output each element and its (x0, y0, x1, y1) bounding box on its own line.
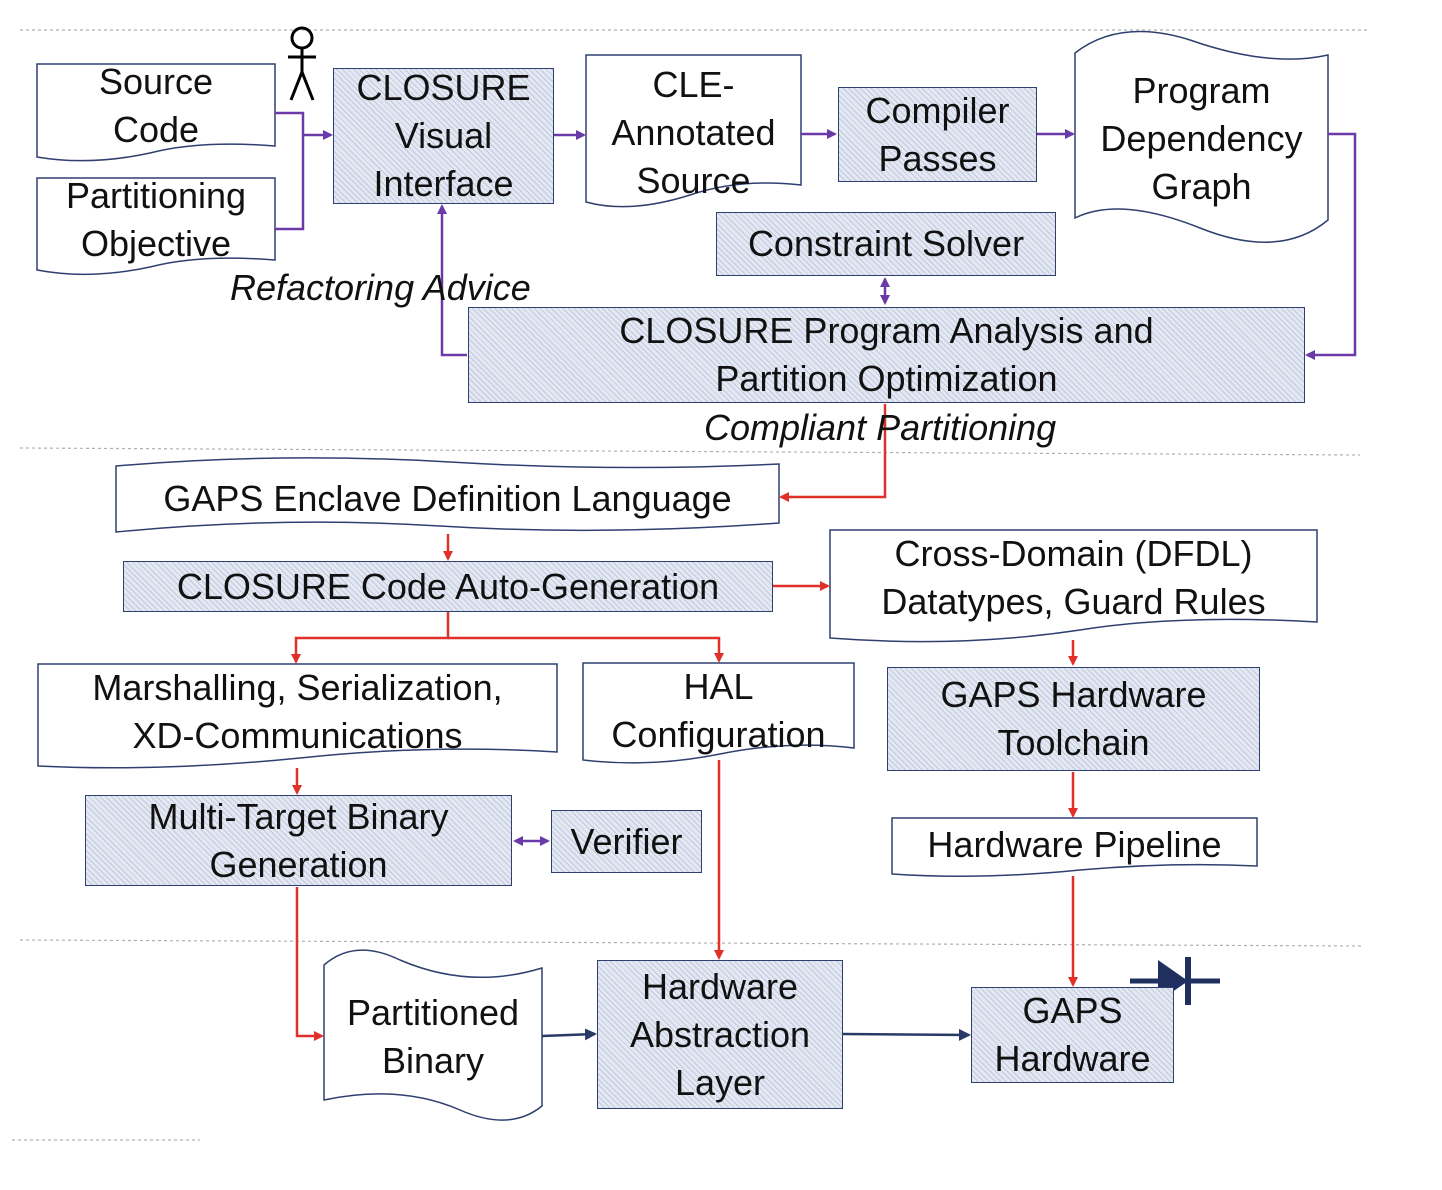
node-closure-visual-interface: CLOSURE Visual Interface (333, 67, 554, 204)
node-cross-domain-datatypes: Cross-Domain (DFDL) Datatypes, Guard Rul… (881, 533, 1266, 622)
doc-partitioned-binary (323, 949, 543, 1121)
separator-middle (19, 447, 1361, 456)
arrow-analysis-to-gedl (779, 404, 887, 502)
purple-arrows (275, 111, 1357, 846)
node-marshalling: Marshalling, Serialization, XD-Communica… (92, 667, 503, 756)
node-program-dependency-graph: Program Dependency Graph (1100, 70, 1303, 207)
arrow-source-to-interface (275, 111, 333, 140)
node-hardware-abstraction-layer: Hardware Abstraction Layer (597, 960, 843, 1109)
arrow-autogen-split (291, 612, 450, 664)
arrow-hal-layer-to-hardware (842, 1028, 971, 1041)
red-arrows (291, 404, 1078, 1041)
node-cle-annotated-source: CLE- Annotated Source (611, 64, 776, 201)
node-hal-configuration: HAL Configuration (611, 666, 826, 755)
node-closure-program-analysis: CLOSURE Program Analysis and Partition O… (468, 307, 1305, 403)
doc-cross-domain-datatypes (829, 529, 1318, 643)
node-constraint-solver: Constraint Solver (716, 212, 1056, 276)
doc-hardware-pipeline (891, 817, 1258, 877)
arrow-binarygen-to-partitioned (295, 887, 324, 1041)
node-verifier: Verifier (551, 810, 702, 873)
node-gaps-hardware: GAPS Hardware (971, 987, 1174, 1083)
node-compiler-passes: Compiler Passes (838, 87, 1037, 182)
label-compliant-partitioning: Compliant Partitioning (704, 407, 1057, 448)
node-multi-target-binary-generation: Multi-Target Binary Generation (85, 795, 512, 886)
doc-program-dependency-graph (1074, 30, 1329, 243)
doc-source-code (36, 63, 276, 162)
document-shapes (36, 30, 1329, 1121)
node-closure-code-auto-generation: CLOSURE Code Auto-Generation (123, 561, 773, 612)
arrow-analysis-to-interface (437, 204, 467, 357)
arrow-pdg-to-analysis (1305, 132, 1357, 360)
node-source-code: Source Code (98, 61, 214, 150)
doc-gaps-enclave-definition-language (115, 457, 780, 533)
doc-marshalling (37, 663, 558, 769)
label-refactoring-advice: Refactoring Advice (230, 267, 531, 308)
doc-partitioning-objective (36, 177, 276, 276)
arrow-objective-to-interface (275, 135, 305, 231)
separators (12, 29, 1368, 1141)
node-partitioning-objective: Partitioning Objective (65, 175, 247, 264)
doc-cle-annotated-source (585, 54, 802, 208)
node-gaps-enclave-definition-language: GAPS Enclave Definition Language (163, 478, 732, 519)
separator-bottom (19, 939, 1363, 947)
node-partitioned-binary: Partitioned Binary (346, 992, 520, 1081)
node-hardware-pipeline: Hardware Pipeline (927, 824, 1222, 865)
person-icon (288, 26, 316, 101)
navy-arrows (541, 1028, 971, 1041)
node-gaps-hardware-toolchain: GAPS Hardware Toolchain (887, 667, 1260, 771)
arrow-autogen-to-hal (448, 636, 724, 663)
doc-hal-configuration (582, 662, 855, 764)
arrow-partitioned-to-hal-layer (541, 1028, 597, 1041)
